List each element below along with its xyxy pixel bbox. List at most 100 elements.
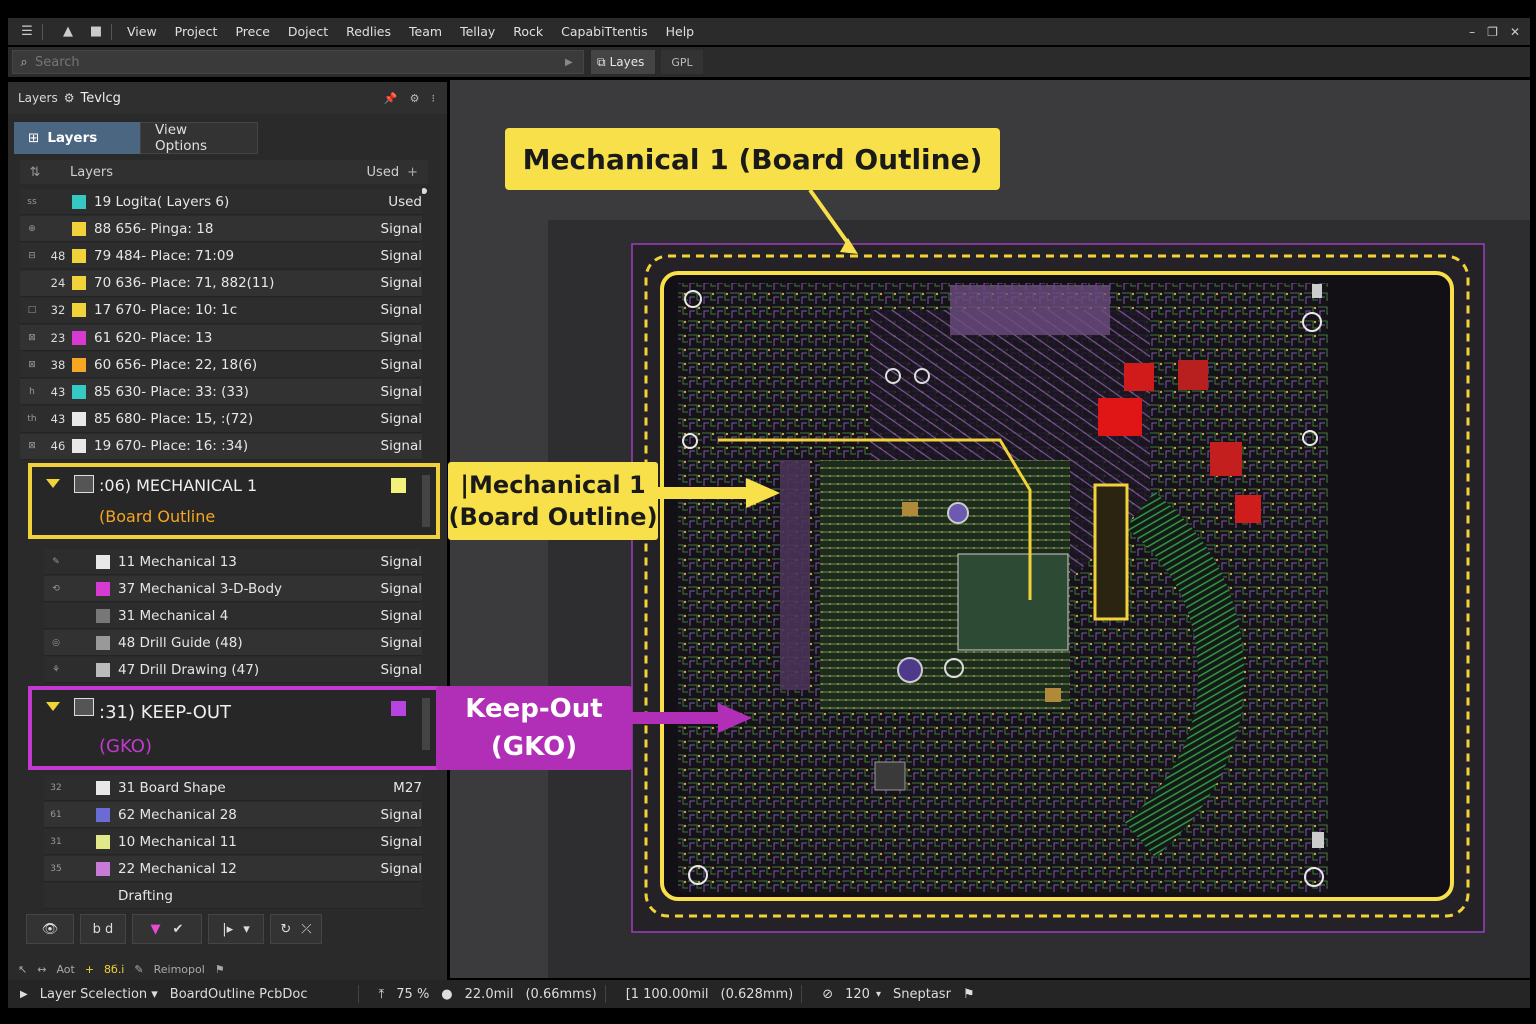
snap-mode[interactable]: Sneptasr xyxy=(893,986,951,1002)
menu-project[interactable]: Project xyxy=(174,24,218,39)
close-icon[interactable]: ✕ xyxy=(1509,24,1520,39)
menu-redlies[interactable]: Redlies xyxy=(346,24,392,39)
app-menu-icon[interactable]: ☰ xyxy=(21,24,33,39)
layer-row-icon[interactable]: □ xyxy=(27,305,37,316)
layer-color-swatch[interactable] xyxy=(72,276,86,291)
layer-color-swatch[interactable] xyxy=(96,780,110,795)
menu-doject[interactable]: Doject xyxy=(287,24,329,39)
tab-layers[interactable]: ⊞ Layers xyxy=(14,122,140,154)
selection-count-icon[interactable]: ⊘ xyxy=(822,986,834,1002)
filter-button[interactable]: ▼✔ xyxy=(132,914,202,944)
layer-row-icon[interactable]: ⊟ xyxy=(28,250,36,261)
zoom-icon[interactable]: ⤒ xyxy=(378,986,385,1002)
minimize-icon[interactable]: – xyxy=(1469,24,1476,39)
layer-color-swatch[interactable] xyxy=(96,581,110,596)
group-keep-out[interactable]: :31) KEEP-OUT (GKO) xyxy=(28,686,440,770)
layer-color-swatch[interactable] xyxy=(96,608,110,623)
layer-color-swatch[interactable] xyxy=(72,330,86,345)
flag-icon[interactable]: ⚑ xyxy=(962,986,975,1002)
layer-row-icon[interactable]: 32 xyxy=(50,782,62,793)
expand-icon[interactable]: ▶ xyxy=(20,988,28,1000)
layer-row-icon[interactable]: ⊠ xyxy=(28,441,36,452)
restore-icon[interactable]: ❐ xyxy=(1487,24,1498,39)
layer-row[interactable]: ⚘47 Drill Drawing (47)Signal xyxy=(44,657,422,683)
layer-row-icon[interactable]: 35 xyxy=(50,863,62,874)
layer-row-icon[interactable]: ⊕ xyxy=(28,223,36,234)
layer-color-swatch[interactable] xyxy=(96,861,110,876)
layer-color-swatch[interactable] xyxy=(96,635,110,650)
search-input[interactable] xyxy=(35,54,565,70)
group-mechanical-1[interactable]: :06) MECHANICAL 1 (Board Outline xyxy=(28,463,440,539)
layer-color-swatch[interactable] xyxy=(96,834,110,849)
menu-capabilities[interactable]: CapabiTtentis xyxy=(561,24,648,39)
eye-toggle-button[interactable]: 👁 xyxy=(26,914,74,944)
plus-icon[interactable]: + xyxy=(84,962,95,976)
tab-view-options[interactable]: View Options xyxy=(140,122,258,154)
layer-row-icon[interactable]: ⟲ xyxy=(52,583,60,594)
layer-color-swatch[interactable] xyxy=(96,807,110,822)
column-used[interactable]: Used xyxy=(366,164,400,180)
pcb-canvas[interactable] xyxy=(450,80,1530,978)
menu-view[interactable]: View xyxy=(127,24,157,39)
layer-row-icon[interactable]: th xyxy=(27,414,37,425)
save-icon[interactable]: ■ xyxy=(89,24,103,39)
layer-color-swatch[interactable] xyxy=(96,554,110,569)
menu-tellay[interactable]: Tellay xyxy=(460,24,496,39)
layer-color-swatch[interactable] xyxy=(96,662,110,677)
menu-team[interactable]: Team xyxy=(409,24,443,39)
gear-icon[interactable]: ⚙ xyxy=(409,91,420,105)
menu-rock[interactable]: Rock xyxy=(513,24,544,39)
open-folder-icon[interactable]: ▲ xyxy=(63,24,73,39)
layer-color-swatch[interactable] xyxy=(72,248,86,263)
pin-bar-button[interactable]: |▸▾ xyxy=(208,914,264,944)
layer-color-swatch[interactable] xyxy=(72,439,86,454)
layer-row-icon[interactable]: ⚘ xyxy=(51,664,61,675)
layer-color-swatch[interactable] xyxy=(391,701,406,716)
search-arrow-icon[interactable]: ▶ xyxy=(565,56,573,68)
more-icon[interactable]: ⁝ xyxy=(431,91,436,105)
expand-triangle-icon[interactable] xyxy=(46,702,60,711)
layer-color-swatch[interactable] xyxy=(72,384,86,399)
layer-row-icon[interactable]: 31 xyxy=(50,836,62,847)
settings-icon[interactable]: ⚙ xyxy=(63,91,75,105)
tab-layers-doc[interactable]: ⧉ Layes xyxy=(591,50,655,74)
pcb-board-view[interactable] xyxy=(450,80,1530,978)
layer-row-icon[interactable]: ✎ xyxy=(52,556,60,567)
arrows-icon[interactable]: ↔ xyxy=(37,962,47,976)
layer-color-swatch[interactable] xyxy=(72,194,86,209)
column-layers[interactable]: Layers xyxy=(70,164,114,180)
sort-icon[interactable]: ⇅ xyxy=(29,164,41,180)
layer-color-swatch[interactable] xyxy=(72,357,86,372)
brush-icon[interactable]: ✎ xyxy=(134,962,144,976)
menu-prece[interactable]: Prece xyxy=(235,24,270,39)
layer-row-icon[interactable]: ◎ xyxy=(52,637,60,648)
layer-scrollbar[interactable] xyxy=(420,186,428,966)
flag-icon[interactable]: ⚑ xyxy=(214,962,225,976)
layer-row-icon[interactable]: 61 xyxy=(50,809,62,820)
layer-row-icon[interactable]: h xyxy=(29,386,35,397)
bd-button[interactable]: b d xyxy=(80,914,126,944)
zoom-level[interactable]: 75 % xyxy=(396,986,430,1002)
layer-row-icon[interactable]: ⊠ xyxy=(28,359,36,370)
layer-row-icon[interactable]: ss xyxy=(27,196,37,207)
count-dropdown-icon[interactable]: ▾ xyxy=(875,988,881,1000)
layer-selection-dropdown[interactable]: Layer Scelection ▾ xyxy=(39,986,158,1002)
layer-color-swatch[interactable] xyxy=(72,221,86,236)
layer-color-swatch[interactable] xyxy=(391,478,406,493)
layer-row-icon[interactable]: ⊠ xyxy=(28,332,36,343)
pin-icon[interactable]: 📌 xyxy=(383,91,398,105)
layer-row[interactable]: ◎48 Drill Guide (48)Signal xyxy=(44,630,422,656)
tab-gpl[interactable]: GPL xyxy=(661,50,703,74)
add-layer-icon[interactable]: + xyxy=(407,164,418,180)
